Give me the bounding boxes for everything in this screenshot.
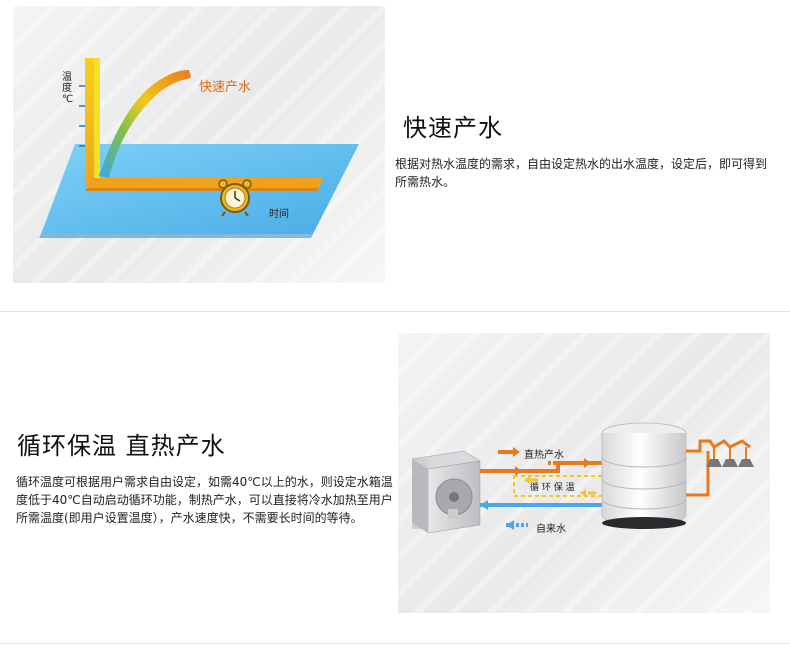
hot-water-label: 直热产水 xyxy=(524,450,564,461)
y-axis-bar xyxy=(85,58,94,186)
section2-description: 循环温度可根据用户需求自由设定，如需40℃以上的水，则设定水箱温度低于40℃自动… xyxy=(16,475,393,525)
alarm-clock-icon xyxy=(218,179,252,217)
section-divider-top xyxy=(0,311,790,312)
y-axis-label: 温 度 ℃ xyxy=(62,72,74,105)
x-axis-label: 时间 xyxy=(269,209,289,220)
section1-description: 根据对热水温度的需求，自由设定热水的出水温度，设定后，即可得到所需热水。 xyxy=(395,157,768,189)
heating-curve xyxy=(99,70,191,178)
cold-water-label: 自来水 xyxy=(536,524,566,535)
curve-label: 快速产水 xyxy=(199,80,252,95)
heat-pump-unit-icon xyxy=(411,450,481,534)
circulation-diagram xyxy=(411,422,754,534)
section-divider-bottom xyxy=(0,643,790,644)
outlet-pipe xyxy=(686,439,751,453)
x-axis-bar xyxy=(87,178,323,188)
water-tank-icon xyxy=(601,422,687,529)
shower-heads-icon xyxy=(706,447,754,467)
circulation-label: 循 环 保 温 xyxy=(530,483,575,493)
section2-title: 循环保温 直热产水 xyxy=(17,432,226,460)
section1-title: 快速产水 xyxy=(403,114,503,142)
temperature-time-graphic xyxy=(39,58,359,238)
